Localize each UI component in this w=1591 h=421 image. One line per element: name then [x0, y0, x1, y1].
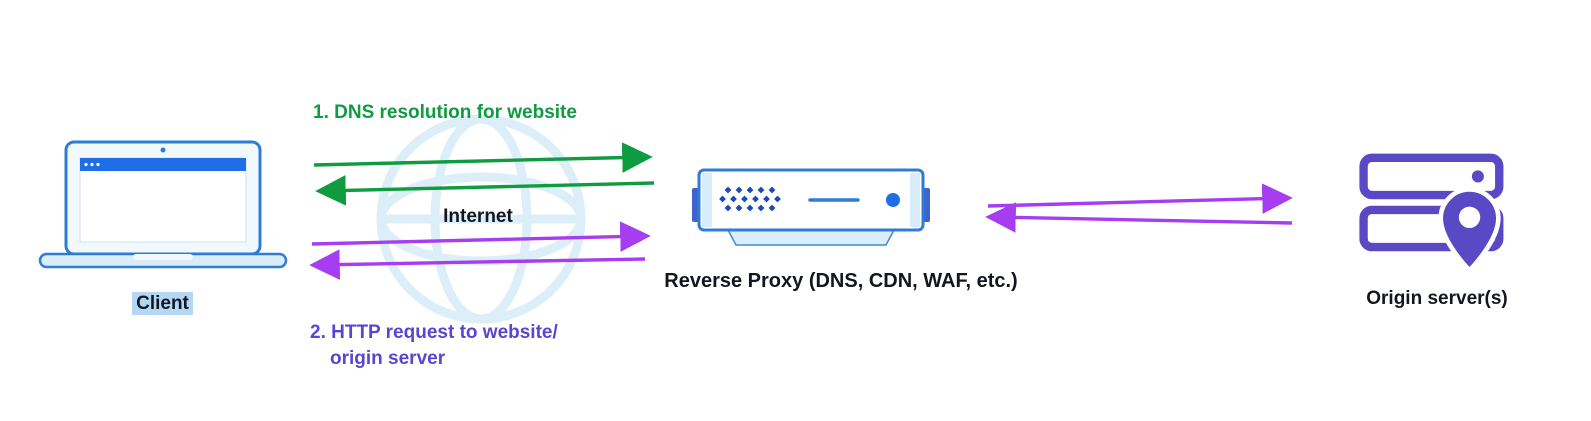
- location-pin-icon: [1438, 187, 1501, 274]
- proxy-dot-matrix: [719, 186, 781, 212]
- http-step-label: 2. HTTP request to website/ origin serve…: [310, 320, 558, 372]
- origin-server-label: Origin server(s): [1366, 288, 1508, 309]
- origin-server-icon: [1359, 153, 1504, 274]
- proxy-to-origin-arrow: [987, 183, 1293, 214]
- reverse-proxy-label: Reverse Proxy (DNS, CDN, WAF, etc.): [664, 270, 1018, 292]
- http-step-line1: 2. HTTP request to website/: [310, 322, 558, 343]
- http-step-line2: origin server: [330, 348, 446, 370]
- dns-step-label: 1. DNS resolution for website: [313, 102, 577, 123]
- origin-to-proxy-arrow: [985, 202, 1293, 233]
- client-label-text: Client: [132, 292, 193, 315]
- reverse-proxy-icon: [692, 168, 930, 246]
- client-laptop-icon: [38, 140, 288, 269]
- internet-label: Internet: [443, 206, 513, 227]
- client-label: Client: [40, 292, 285, 315]
